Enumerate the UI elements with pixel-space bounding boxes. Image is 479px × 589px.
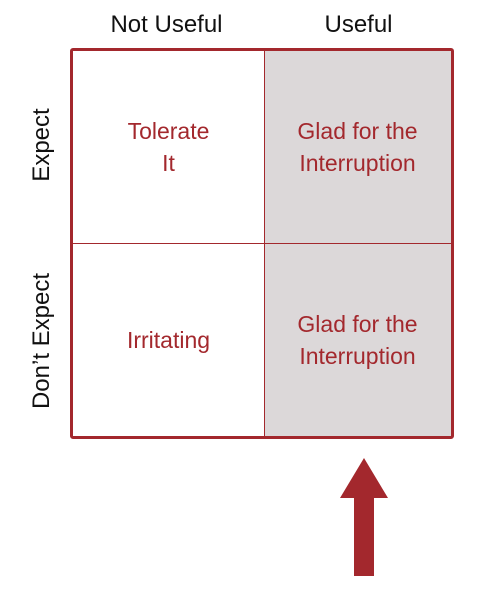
cell-line: Glad for the	[297, 118, 418, 144]
cell-line: Tolerate	[127, 118, 210, 144]
cell-text: Glad for the Interruption	[297, 115, 417, 179]
up-arrow-icon	[340, 458, 388, 576]
row-header-expect: Expect	[28, 108, 55, 182]
quadrant-grid: Tolerate It Glad for the Interruption Ir…	[70, 48, 454, 439]
horizontal-divider	[73, 243, 451, 244]
cell-text: Glad for the Interruption	[297, 308, 417, 372]
cell-text: Tolerate It	[128, 115, 210, 179]
cell-line: Interruption	[299, 150, 416, 176]
cell-text: Irritating	[127, 324, 210, 356]
cell-line: It	[162, 150, 175, 176]
cell-line: Glad for the	[297, 310, 418, 337]
cell-expect-useful: Glad for the Interruption	[264, 51, 451, 243]
cell-line: Irritating	[126, 326, 211, 353]
cell-expect-not-useful: Tolerate It	[73, 51, 264, 243]
column-header-useful: Useful	[324, 11, 393, 38]
cell-dont-expect-not-useful: Irritating	[73, 243, 264, 436]
column-header-not-useful: Not Useful	[110, 11, 223, 38]
up-arrow-shape	[340, 458, 388, 576]
cell-dont-expect-useful: Glad for the Interruption	[264, 243, 451, 436]
row-header-dont-expect: Don’t Expect	[28, 272, 55, 410]
cell-line: Interruption	[299, 342, 416, 369]
